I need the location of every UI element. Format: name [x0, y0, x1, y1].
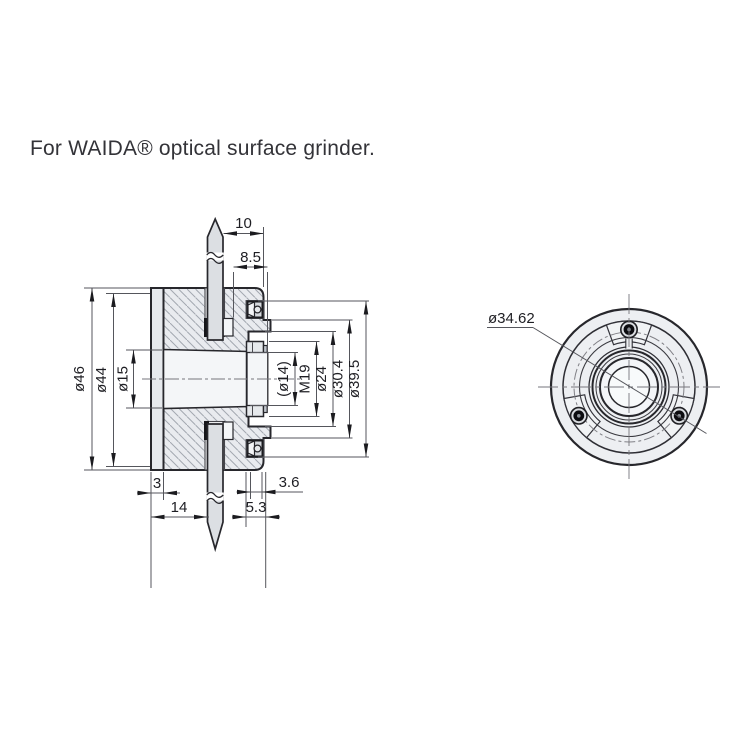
- dim-boss-od: ø39.5: [346, 360, 363, 398]
- dim-slot-to-face: 8.5: [240, 249, 261, 266]
- retainer-bar-bottom: [204, 421, 209, 440]
- crosshair-centerlines: [538, 294, 720, 480]
- dim-pin-center-offset: 14: [171, 499, 188, 516]
- dim-drive-pin-circle: ø34.62: [488, 310, 535, 327]
- dim-nut-lip-width: 3.6: [279, 474, 300, 491]
- dim-recess-od: ø24: [313, 366, 330, 392]
- page-title: For WAIDA® optical surface grinder.: [30, 137, 375, 160]
- front-view: ø34.62: [487, 294, 720, 480]
- set-screw-bottom: [245, 439, 264, 458]
- dim-rim-od: ø30.4: [330, 360, 347, 398]
- dim-bore-front: ø15: [115, 366, 132, 392]
- key-slot-bottom: [222, 421, 234, 441]
- retainer-bar-top: [204, 318, 209, 337]
- dim-seat-od: ø44: [93, 367, 110, 393]
- drive-pin-top: [206, 216, 224, 341]
- set-screw-top: [245, 300, 264, 319]
- dim-pin-to-face: 10: [235, 215, 252, 232]
- dim-bore-rear: (ø14): [275, 361, 292, 397]
- dim-clamp-thread: M19: [297, 364, 314, 393]
- drive-pin-bottom: [206, 423, 224, 553]
- front-screws: [569, 320, 689, 425]
- key-slot-top: [222, 317, 234, 337]
- pin-circle-leader: [487, 327, 707, 434]
- dim-flange-thickness: 3: [153, 475, 161, 492]
- dim-flange-od: ø46: [71, 366, 88, 392]
- dim-nut-width: 5.3: [246, 499, 267, 516]
- section-view: 10 8.5 ø46 ø44 ø15 (ø14) M19 ø24 ø30.4 ø…: [71, 215, 369, 588]
